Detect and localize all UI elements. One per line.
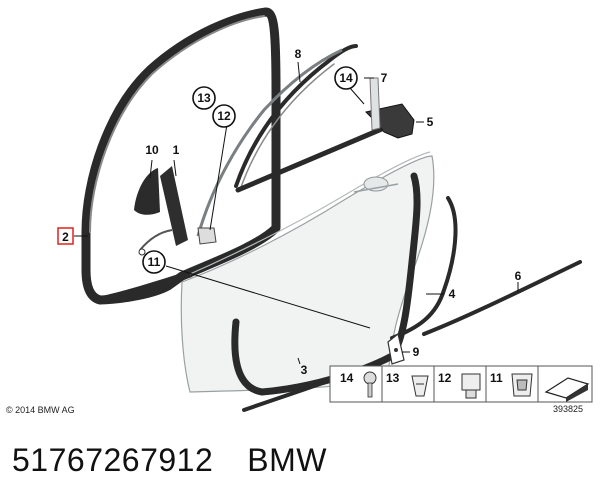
svg-text:3: 3 [301, 363, 308, 377]
svg-text:10: 10 [145, 143, 159, 157]
callout-8[interactable]: 8 [295, 47, 302, 61]
legend-item-13[interactable]: 13 [386, 371, 429, 397]
door-bracket[interactable] [197, 227, 217, 245]
window-guide-rail[interactable] [196, 48, 343, 237]
callout-14[interactable]: 14 [334, 66, 358, 90]
door-seal-rear[interactable] [390, 196, 458, 340]
bracket-clip-icon [511, 373, 533, 397]
svg-text:8: 8 [295, 47, 302, 61]
svg-text:7: 7 [381, 71, 388, 85]
callout-6[interactable]: 6 [515, 269, 522, 283]
svg-text:11: 11 [148, 255, 161, 269]
callout-3[interactable]: 3 [301, 363, 308, 377]
callout-4[interactable]: 4 [449, 287, 456, 301]
svg-text:14: 14 [340, 371, 354, 385]
svg-text:6: 6 [515, 269, 522, 283]
svg-text:5: 5 [427, 115, 434, 129]
callout-7[interactable]: 7 [381, 71, 388, 85]
leader-lines [74, 61, 519, 365]
svg-text:1: 1 [173, 143, 180, 157]
svg-text:9: 9 [413, 345, 420, 359]
svg-text:4: 4 [449, 287, 456, 301]
callout-5[interactable]: 5 [427, 115, 434, 129]
callout-9[interactable]: 9 [413, 345, 420, 359]
svg-text:13: 13 [386, 371, 400, 385]
spring-nut-icon [461, 373, 481, 399]
svg-text:2: 2 [62, 230, 69, 244]
callout-2[interactable]: 2 [57, 227, 74, 245]
callout-1[interactable]: 1 [173, 143, 180, 157]
svg-text:14: 14 [339, 71, 353, 85]
glass-run-channel[interactable] [234, 44, 358, 191]
part-number: 51767267912 [12, 442, 214, 478]
clip-nut-icon [411, 375, 429, 397]
parts-legend: 14 13 12 11 [329, 365, 593, 403]
svg-text:13: 13 [197, 91, 211, 105]
small-bracket[interactable] [387, 332, 405, 365]
door-panel [180, 151, 435, 393]
brand-name: BMW [247, 442, 327, 478]
part-caption: 51767267912 BMW [12, 442, 361, 479]
drawing-number: 393825 [553, 404, 584, 414]
callout-11[interactable]: 11 [142, 250, 166, 274]
pillar-trim[interactable] [369, 77, 381, 131]
copyright-text: © 2014 BMW AG [6, 405, 75, 415]
svg-text:12: 12 [217, 109, 231, 123]
callout-10[interactable]: 10 [145, 143, 159, 157]
svg-text:11: 11 [490, 371, 503, 385]
mirror-triangle-cover[interactable] [134, 168, 160, 215]
legend-item-14[interactable]: 14 [340, 371, 377, 398]
callout-12[interactable]: 12 [212, 104, 236, 128]
part-shape-icon [544, 377, 590, 402]
window-frame-seal[interactable] [81, 7, 281, 305]
screw-icon [363, 371, 377, 398]
a-pillar-seal[interactable] [138, 166, 188, 256]
legend-item-11[interactable]: 11 [490, 371, 533, 397]
svg-text:12: 12 [438, 371, 452, 385]
callout-13[interactable]: 13 [192, 86, 216, 110]
legend-item-12[interactable]: 12 [438, 371, 481, 399]
